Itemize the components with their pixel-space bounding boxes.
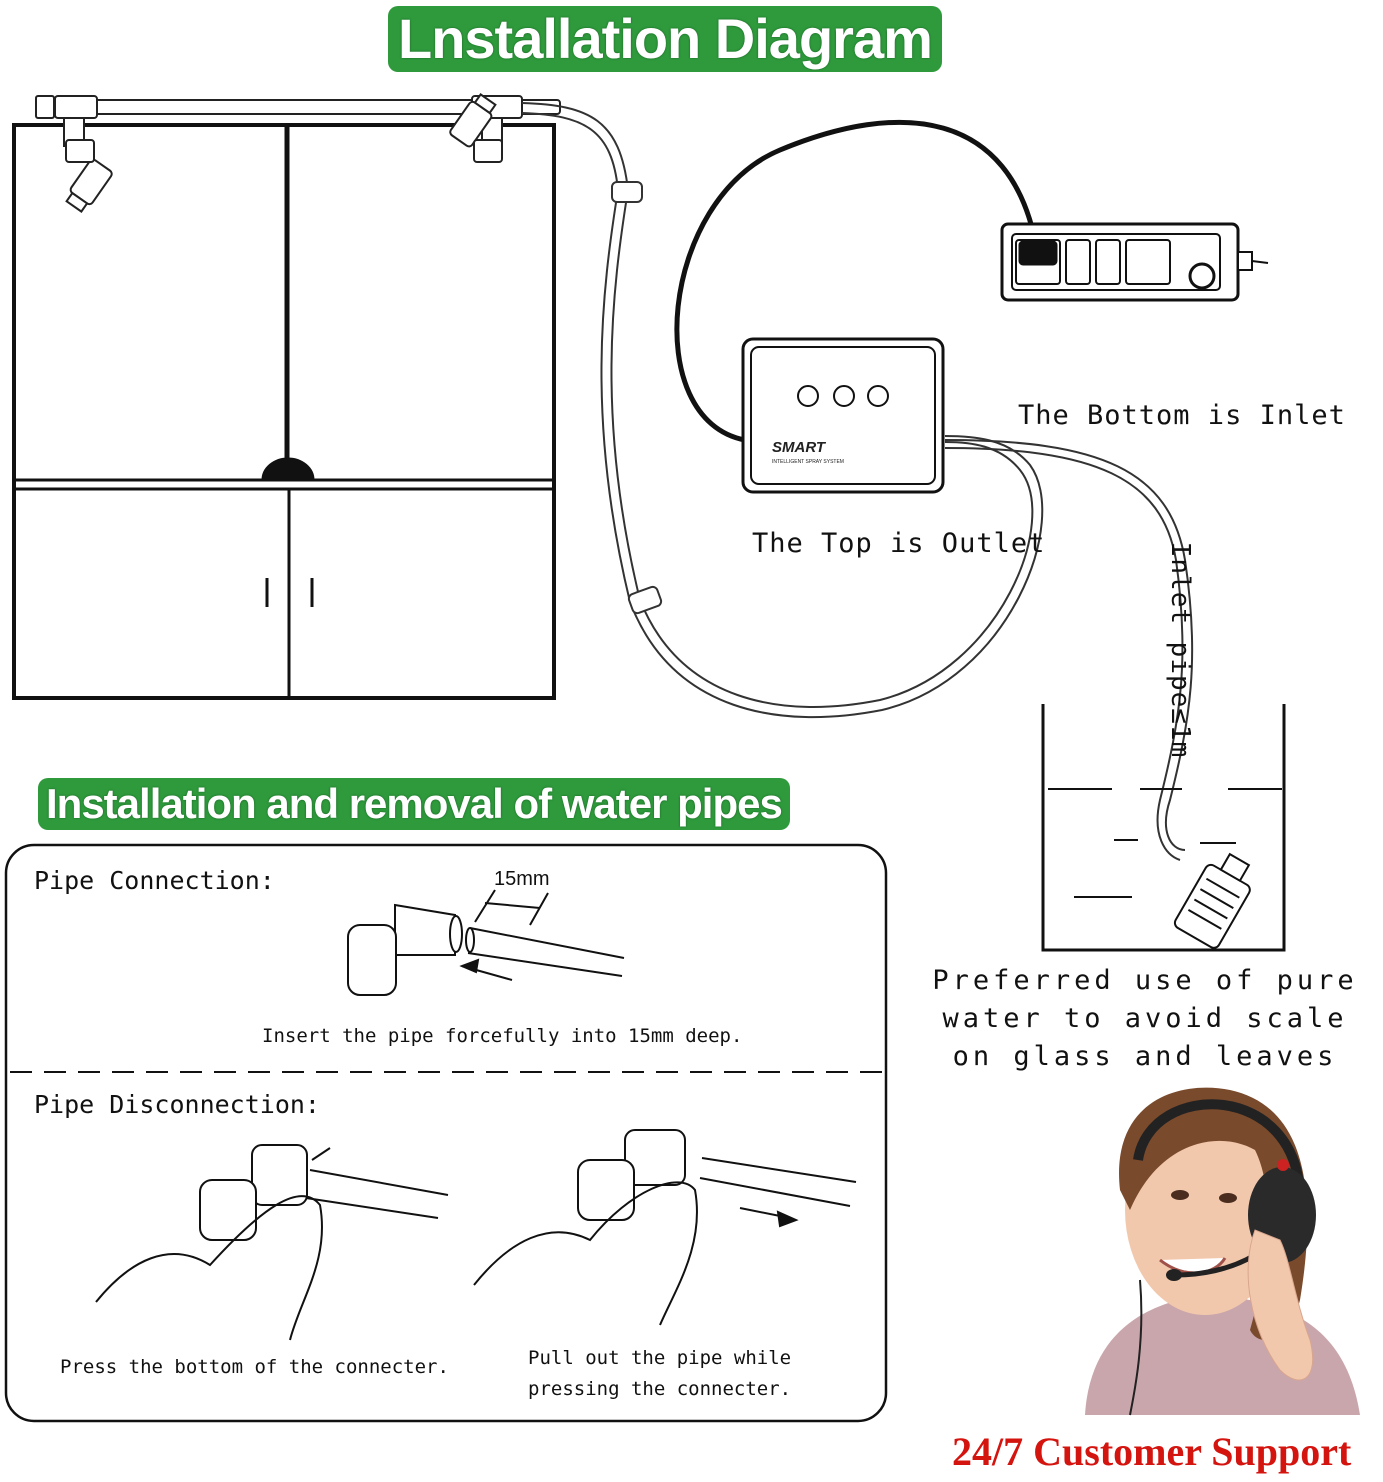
instructions-panel: [4, 843, 888, 1423]
terrarium-cabinet: [12, 123, 556, 700]
top-outlet-label: The Top is Outlet: [752, 528, 1046, 559]
power-strip: [1000, 222, 1269, 302]
measure-label: 15mm: [494, 868, 550, 890]
pipe-connection-figure: [347, 889, 625, 996]
pipe-connection-title: Pipe Connection:: [34, 866, 275, 895]
pull-caption: Pull out the pipe while pressing the con…: [528, 1347, 792, 1400]
power-cable: [674, 119, 1039, 443]
spray-nozzles: [35, 93, 561, 213]
customer-support-label: 24/7 Customer Support: [952, 1429, 1352, 1474]
press-caption: Press the bottom of the connecter.: [60, 1356, 449, 1378]
controller-box: SMART INTELLIGENT SPRAY SYSTEM: [741, 337, 945, 494]
outlet-hose: [521, 102, 1044, 719]
pipe-disconnection-figure-pull: [473, 1129, 857, 1326]
water-container: [1041, 704, 1286, 952]
pure-water-note: Preferred use of pure water to avoid sca…: [932, 965, 1358, 1072]
pipe-disconnection-title: Pipe Disconnection:: [34, 1090, 320, 1119]
inlet-pipe-label: Inlet pipe≤1m: [1165, 541, 1195, 759]
device-brand: SMART: [772, 439, 827, 456]
pipe-disconnection-figure-press: [95, 1144, 449, 1341]
diagram-title: Lnstallation Diagram: [388, 6, 942, 72]
section-title: Installation and removal of water pipes: [38, 778, 790, 830]
bottom-inlet-label: The Bottom is Inlet: [1018, 400, 1346, 431]
insert-caption: Insert the pipe forcefully into 15mm dee…: [262, 1025, 743, 1047]
device-subtitle: INTELLIGENT SPRAY SYSTEM: [772, 459, 844, 465]
support-agent-photo: [1085, 1087, 1360, 1416]
inlet-hose: [944, 439, 1194, 861]
